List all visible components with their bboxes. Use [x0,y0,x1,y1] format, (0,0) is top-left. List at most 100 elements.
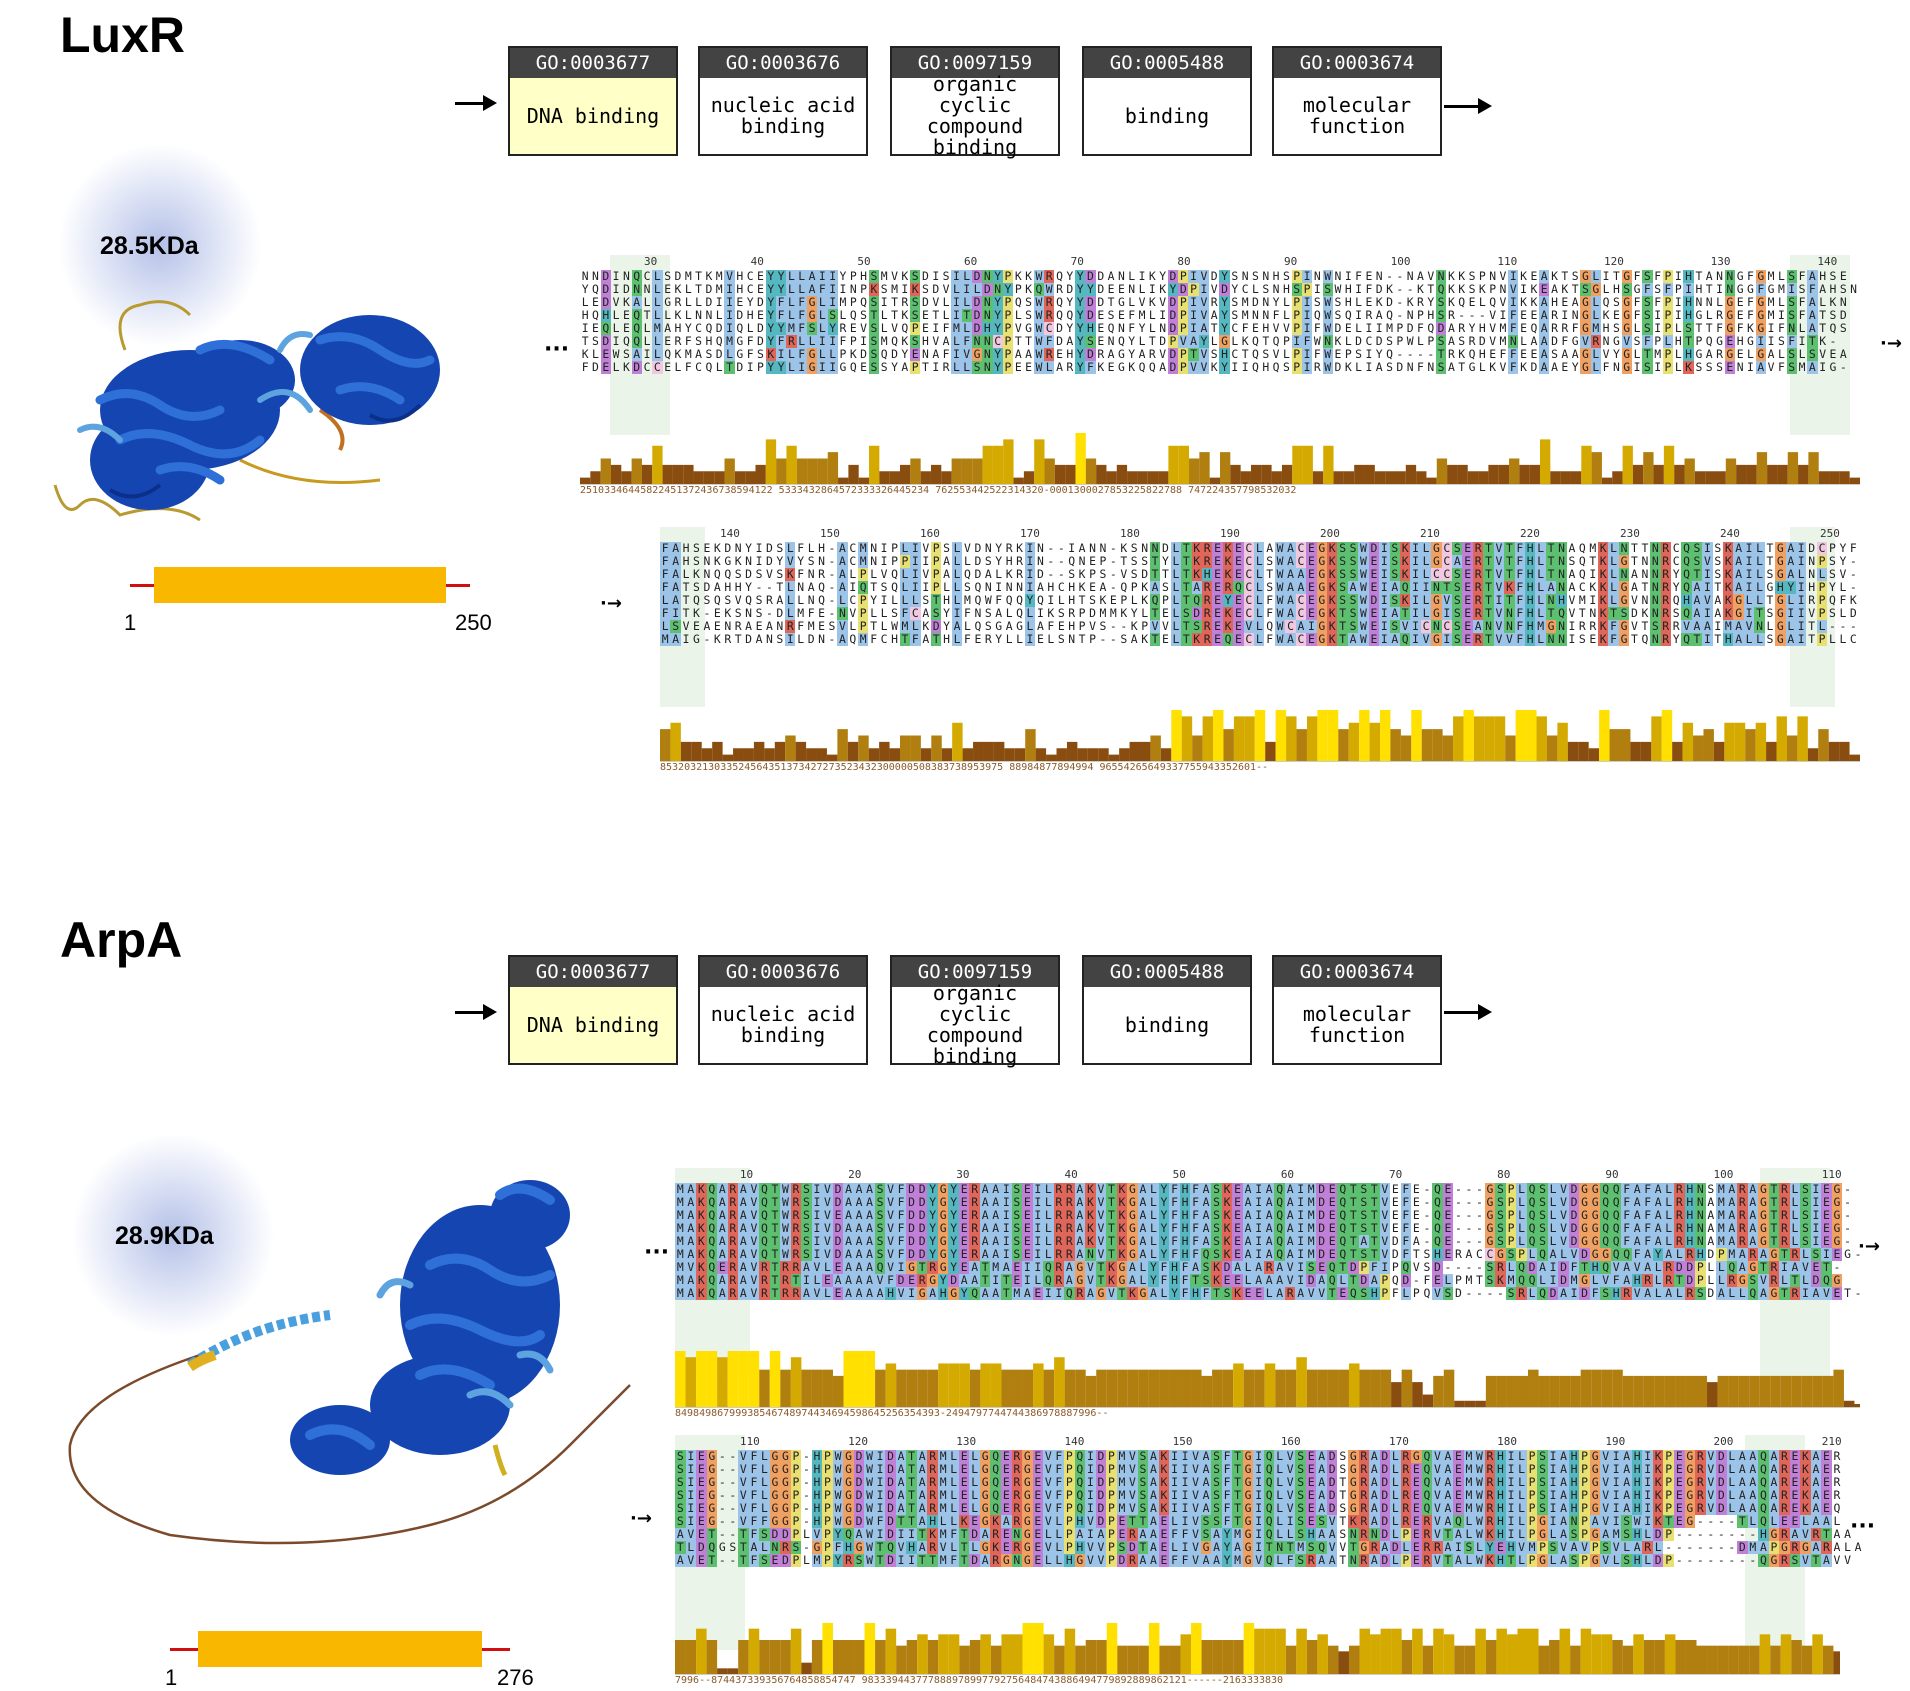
residue: A [1663,1247,1674,1261]
residue: S [930,606,942,620]
residue: H [1736,334,1744,348]
residue: P [1505,1221,1517,1235]
residue: - [1686,1540,1694,1554]
residue: - [1396,295,1404,309]
residue: R [1358,1514,1370,1528]
conservation-bar [1464,1400,1476,1407]
residue: D [885,1501,896,1515]
residue: T [979,1273,991,1287]
conservation-bar [1756,452,1768,484]
residue: D [745,567,753,581]
residue: L [1621,1540,1632,1554]
residue: A [1074,1527,1086,1541]
residue: W [780,1221,791,1235]
residue: R [1005,541,1013,555]
residue: I [1022,1273,1033,1287]
residue: E [1412,1221,1420,1235]
residue: T [1691,632,1703,646]
residue: G [1431,593,1442,607]
residue: I [1024,632,1036,646]
residue: F [748,1462,760,1476]
conservation-bar [1035,748,1047,761]
conservation-bar [1581,445,1592,484]
residue: P [849,295,857,309]
residue: E [1391,1195,1399,1209]
residue: M [1305,1234,1317,1248]
residue: F [1514,580,1526,594]
residue: S [1347,554,1359,568]
residue: E [592,321,599,335]
residue: F [1642,1195,1653,1209]
residue: D [1167,321,1179,335]
residue: A [874,1286,886,1300]
residue: N [870,554,878,568]
residue: I [1547,1475,1559,1489]
residue: A [916,1449,928,1463]
residue: - [1707,1527,1715,1541]
residue: T [1705,321,1713,335]
conservation-bar [917,1634,928,1674]
conservation-bar [1485,1375,1497,1407]
residue: R [1447,308,1455,322]
residue: S [1162,580,1169,594]
residue: Q [1829,593,1836,607]
residue: A [1358,1234,1370,1248]
residue: L [1602,282,1610,296]
conservation-bar [992,445,1004,484]
residue: V [1499,269,1507,283]
residue: C [1243,593,1255,607]
residue: I [1642,1449,1653,1463]
residue: R [1779,1488,1790,1502]
residue: F [1391,1286,1399,1300]
residue: E [958,1247,970,1261]
residue: R [1833,1475,1841,1489]
residue: L [1516,1234,1527,1248]
residue: I [1547,1449,1559,1463]
residue: D [1162,541,1169,555]
conservation-bar [796,458,808,484]
residue: V [738,1488,749,1502]
residue: E [1673,1475,1685,1489]
go-term-id: GO:0003676 [700,48,866,78]
conservation-bar [1001,1369,1012,1407]
residue: M [858,541,869,555]
go-term-label: nucleic acid binding [710,93,856,138]
residue: L [1833,1514,1841,1528]
residue: T [1211,1286,1222,1300]
conservation-bar [1443,1634,1455,1674]
conservation-bar [1158,471,1169,484]
conservation-bar [748,1628,760,1674]
residue: P [858,593,869,607]
residue: K [868,282,880,296]
residue: G [948,1286,959,1300]
residue: L [1420,554,1432,568]
residue: V [860,321,868,335]
conservation-bar [1849,477,1860,484]
conservation-bar [1457,464,1468,484]
residue: N [643,282,651,296]
residue: Q [759,1182,770,1196]
residue: R [727,1182,739,1196]
residue: K [1222,619,1234,633]
residue: D [916,1182,928,1196]
residue: F [1786,334,1797,348]
conservation-bar [1745,729,1756,761]
residue: L [1789,1195,1801,1209]
residue: M [675,1221,686,1235]
residue: V [822,1208,833,1222]
residue: L [1798,321,1806,335]
residue: V [1190,1540,1201,1554]
residue: N [818,632,825,646]
residue: L [899,580,911,594]
residue: V [1085,1553,1096,1567]
residue: S [1305,1540,1317,1554]
residue: - [718,1501,726,1515]
conservation-bar [1312,471,1324,484]
residue: R [1458,321,1466,335]
residue: V [1198,269,1210,283]
residue: G [780,1501,791,1515]
residue: Q [1681,606,1692,620]
residue: I [755,541,763,555]
residue: T [1483,554,1494,568]
